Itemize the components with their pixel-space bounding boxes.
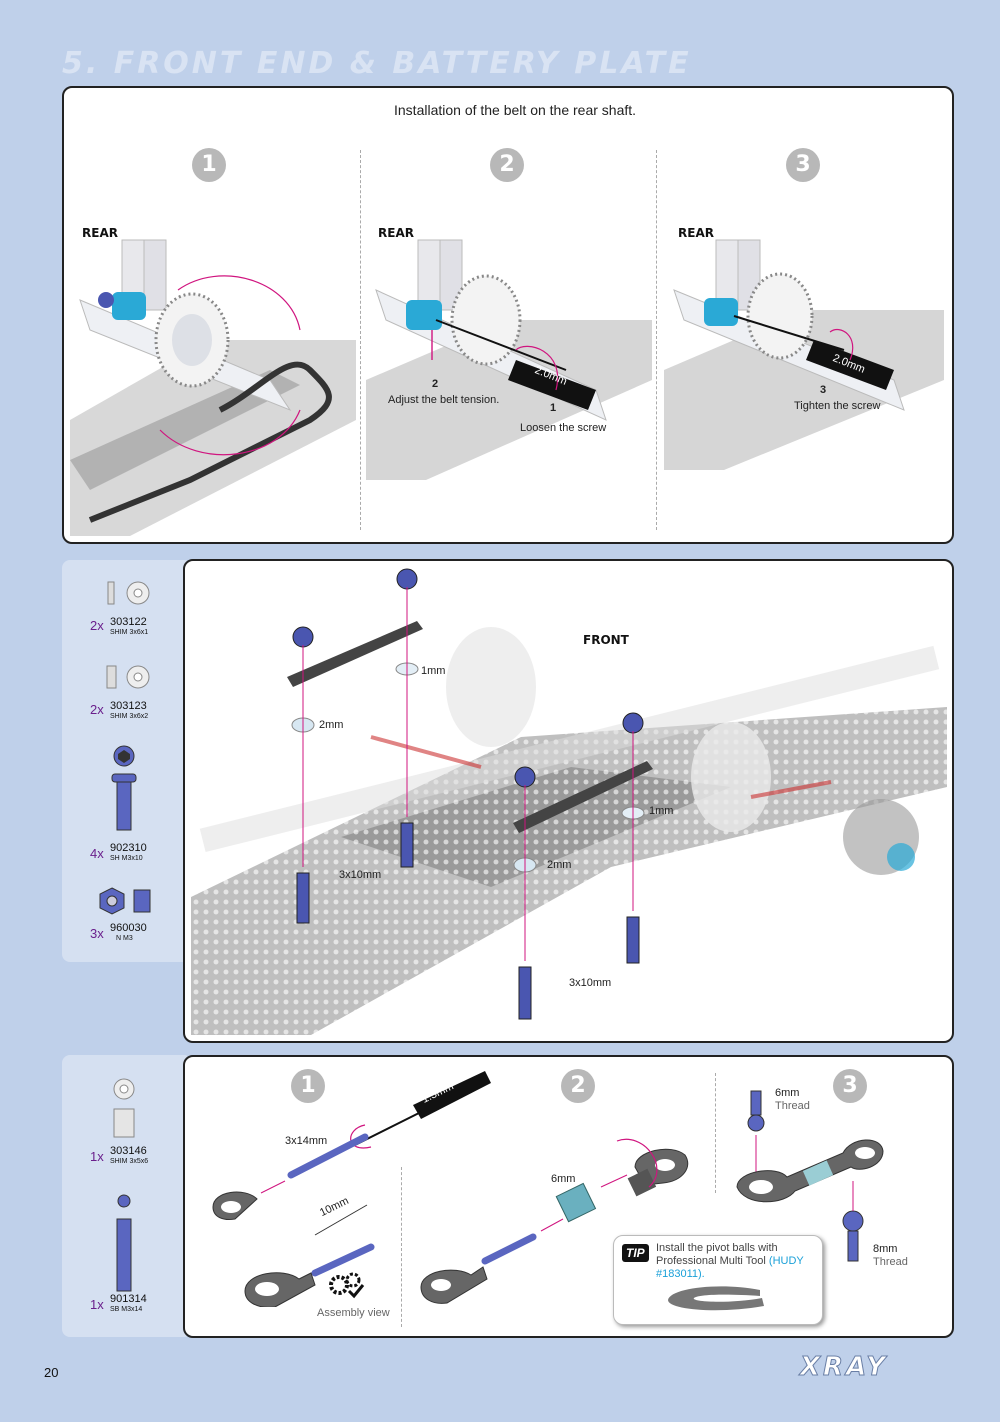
shim-label: 2mm: [319, 719, 344, 731]
view-label-rear: REAR: [82, 226, 118, 240]
spacer-label: 6mm: [551, 1173, 576, 1185]
step-divider: [715, 1073, 716, 1193]
multi-tool-icon: [668, 1286, 764, 1311]
tighten-screw-note: Tighten the screw: [794, 400, 881, 412]
shim-label: 1mm: [649, 805, 674, 817]
part-qty: 4x: [90, 846, 104, 861]
battery-parts-sidebar: 2x 303122 SHIM 3x6x1 2x 303123 SHIM 3x6x…: [62, 560, 192, 962]
battery-plate-panel: FRONT 1mm 2mm 1mm 2mm 3x10mm 3x10mm: [183, 559, 954, 1043]
tip-reference: (HUDY #183011).: [656, 1255, 804, 1280]
step-number: 3: [833, 1069, 867, 1103]
loosen-screw-note: Loosen the screw: [520, 422, 607, 434]
screw-icon: [111, 745, 137, 831]
step-note-number: 1: [550, 402, 557, 414]
step-divider: [656, 150, 657, 530]
part-code: 901314: [110, 1293, 147, 1305]
part-code: 960030: [110, 922, 147, 934]
tip-text-body: Install the pivot balls with Professiona…: [656, 1242, 778, 1267]
link-step2-illustration: [420, 1138, 689, 1304]
gears-check-icon: [329, 1272, 365, 1299]
shim-label: 1mm: [421, 665, 446, 677]
part-desc: SHIM 3x6x2: [110, 713, 149, 720]
thread-word-top: Thread: [775, 1100, 810, 1112]
screw-label: 3x14mm: [285, 1135, 328, 1147]
section-title: 5. FRONT END & BATTERY PLATE: [62, 46, 692, 81]
adjust-belt-note: Adjust the belt tension.: [388, 394, 500, 406]
shim-icon: [106, 665, 150, 689]
screw-label: 3x10mm: [339, 869, 382, 881]
thread-size-bottom: 8mm: [873, 1243, 898, 1255]
tip-box: TIP Install the pivot balls with Profess…: [613, 1235, 823, 1325]
link-step3-illustration: [736, 1090, 884, 1262]
part-qty: 1x: [90, 1297, 104, 1312]
part-qty: 2x: [90, 702, 104, 717]
page-number: 20: [44, 1365, 59, 1380]
view-label-text: REAR: [678, 226, 714, 240]
nut-icon: [99, 887, 151, 915]
part-code: 303123: [110, 700, 147, 712]
set-screw-icon: [116, 1194, 132, 1292]
part-desc: N M3: [116, 935, 133, 942]
shim-icon: [107, 581, 150, 605]
part-desc: SHIM 3x6x1: [110, 629, 149, 636]
spacer-icon: [113, 1078, 135, 1138]
link-step1-illustration: [212, 1071, 491, 1307]
step-divider: [401, 1167, 402, 1327]
belt-installation-panel: Installation of the belt on the rear sha…: [62, 86, 954, 544]
chassis-illustration: [191, 568, 947, 1035]
step-number: 3: [786, 148, 820, 182]
view-label-front: FRONT: [583, 633, 629, 647]
step-number: 2: [490, 148, 524, 182]
step-divider: [360, 150, 361, 530]
link-assembly-panel: 1 2 3 1.5mm 3x14mm 10mm Assembly view 6m…: [183, 1055, 954, 1338]
part-desc: SHIM 3x5x6: [110, 1158, 149, 1165]
belt-step2-illustration: [366, 239, 652, 480]
thread-size-top: 6mm: [775, 1087, 800, 1099]
screw-label: 3x10mm: [569, 977, 612, 989]
part-qty: 2x: [90, 618, 104, 633]
part-code: 303122: [110, 616, 147, 628]
part-qty: 1x: [90, 1149, 104, 1164]
belt-step1-illustration: [70, 239, 356, 536]
tip-text: Install the pivot balls with Professiona…: [656, 1242, 826, 1281]
view-label-text: REAR: [82, 226, 118, 240]
step-note-number: 3: [820, 384, 827, 396]
link-parts-sidebar: 1x 303146 SHIM 3x5x6 1x 901314 SB M3x14: [62, 1055, 192, 1337]
part-code: 303146: [110, 1145, 147, 1157]
view-label-text: REAR: [378, 226, 414, 240]
shim-label: 2mm: [547, 859, 572, 871]
part-desc: SH M3x10: [110, 855, 143, 862]
step-note-number: 2: [432, 378, 439, 390]
view-label-rear: REAR: [378, 226, 414, 240]
brand-logo: XRAY: [799, 1352, 889, 1383]
thread-word-bottom: Thread: [873, 1256, 908, 1268]
view-label-rear: REAR: [678, 226, 714, 240]
part-code: 902310: [110, 842, 147, 854]
part-qty: 3x: [90, 926, 104, 941]
tip-badge: TIP: [622, 1244, 649, 1262]
step-number: 1: [291, 1069, 325, 1103]
part-desc: SB M3x14: [110, 1306, 143, 1313]
step-number: 2: [561, 1069, 595, 1103]
belt-step3-illustration: [664, 239, 944, 470]
belt-panel-heading: Installation of the belt on the rear sha…: [394, 102, 637, 118]
assembly-view-label: Assembly view: [317, 1307, 390, 1319]
step-number: 1: [192, 148, 226, 182]
